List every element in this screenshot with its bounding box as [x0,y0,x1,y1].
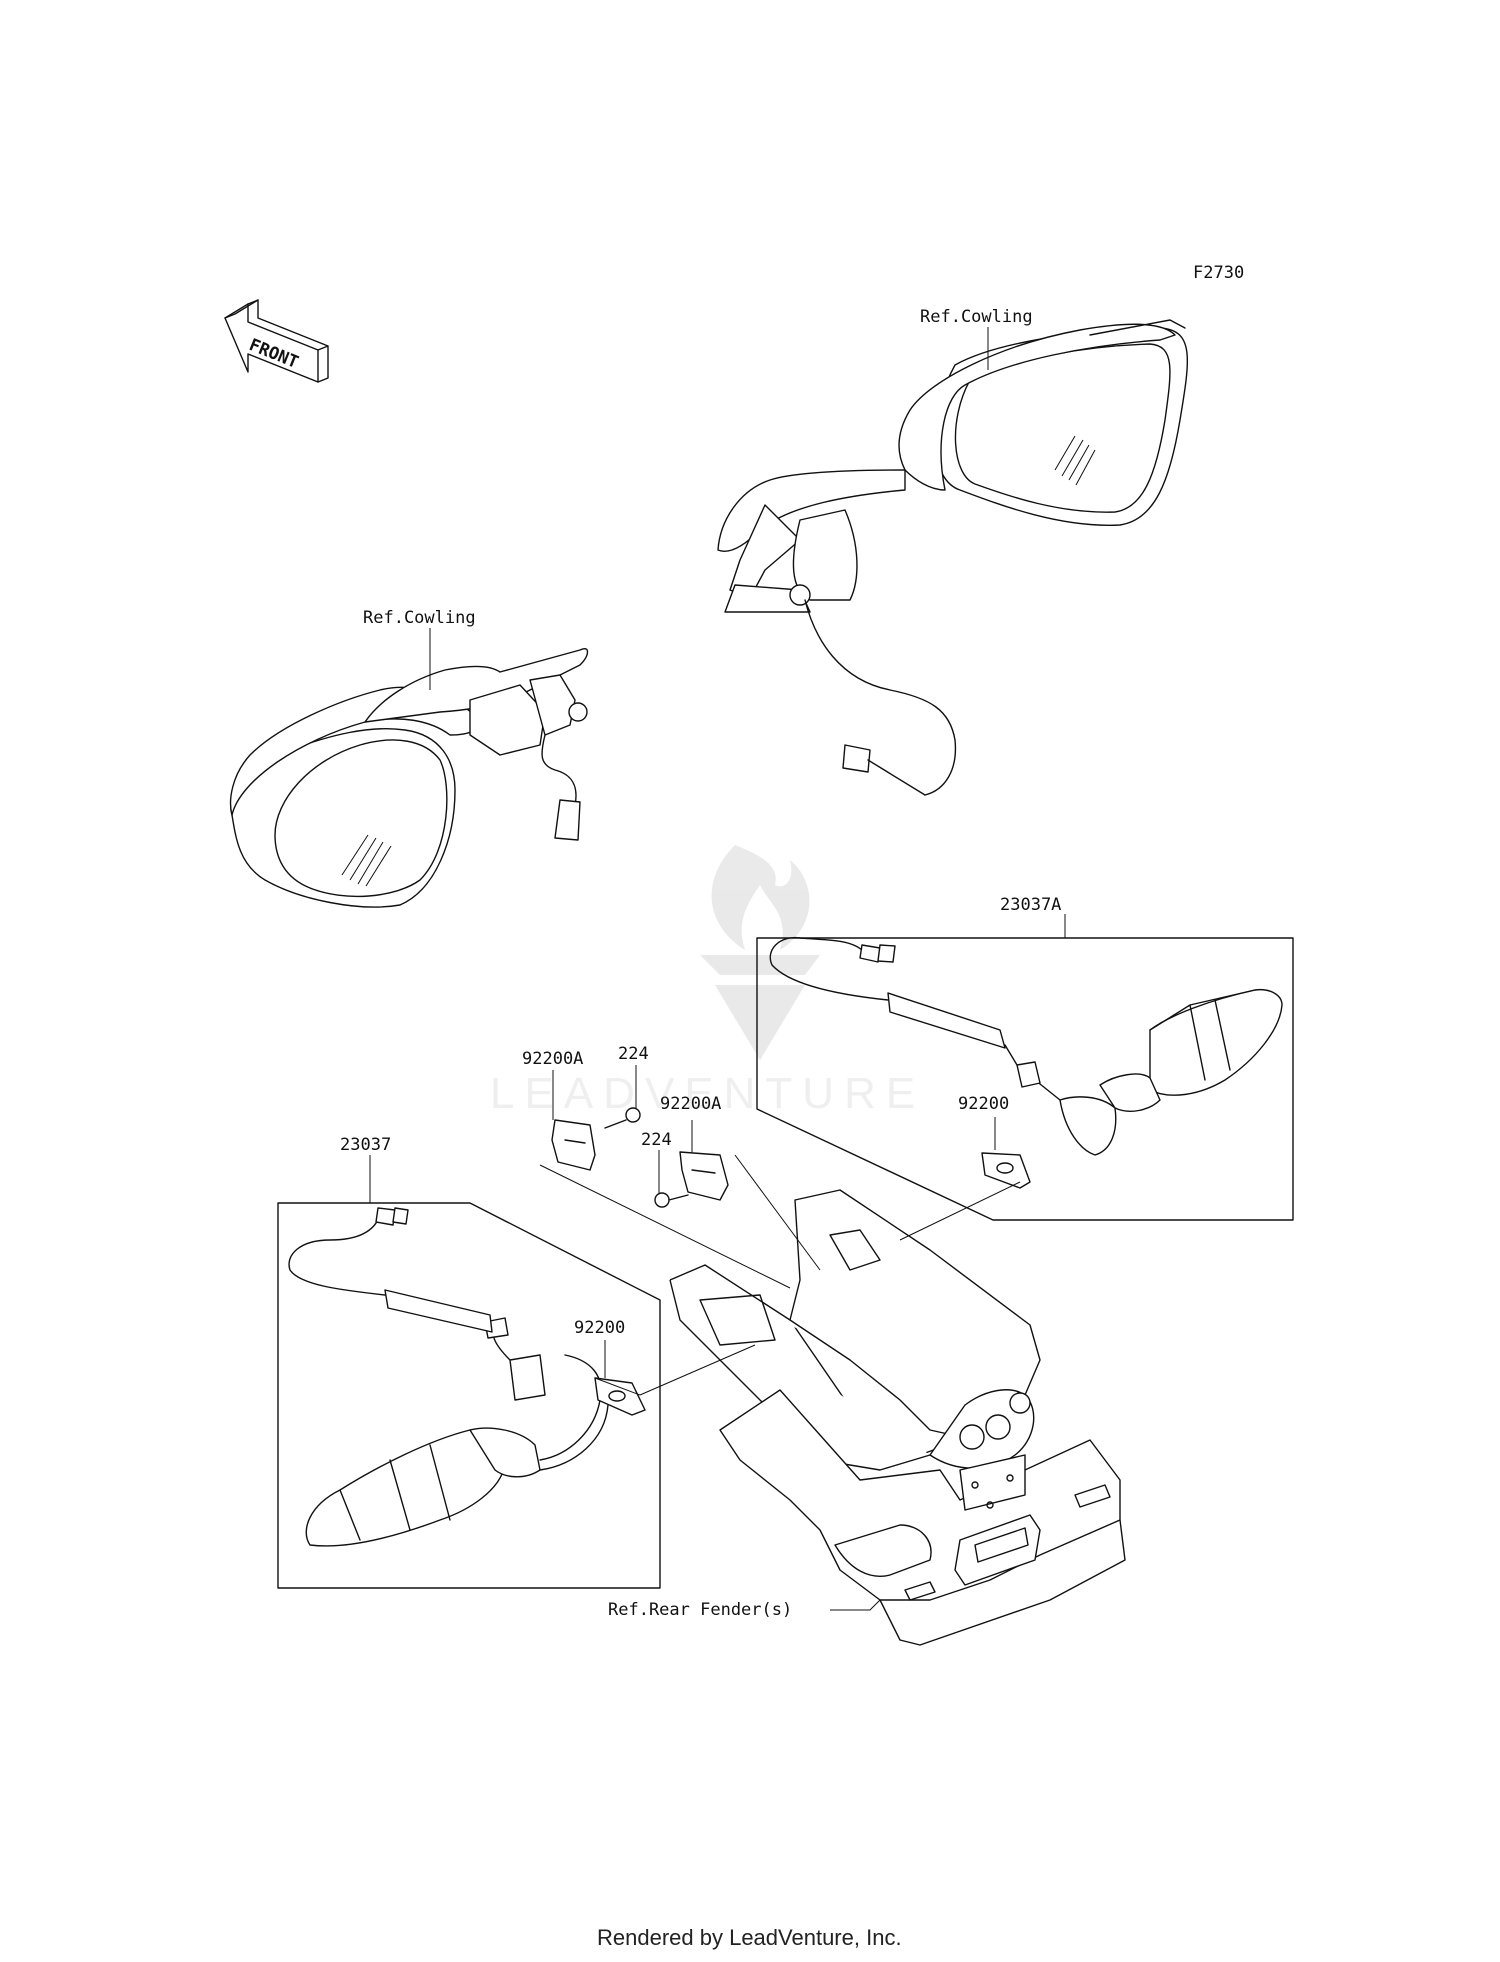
label-224-top: 224 [618,1044,649,1064]
turn-signal-right-group [756,914,1294,1221]
label-23037A: 23037A [1000,895,1061,915]
bolt-224-bottom [654,1150,689,1208]
label-92200A-left: 92200A [522,1049,583,1069]
label-92200-right: 92200 [958,1094,1009,1114]
label-ref-cowling-right: Ref.Cowling [920,307,1033,327]
front-arrow-icon: FRONT [224,299,329,383]
rear-fender-drawing [669,1189,1126,1646]
footer-credit: Rendered by LeadVenture, Inc. [597,1925,902,1950]
bolt-224-top [604,1065,641,1129]
gasket-92200-left [594,1340,646,1416]
watermark-text: LEADVENTURE [490,1069,925,1118]
left-mirror-drawing [229,648,589,908]
turn-signal-left-group [277,1155,661,1589]
assembly-lines [539,1154,1021,1396]
diagram-code: F2730 [1193,263,1244,283]
label-ref-rear-fender: Ref.Rear Fender(s) [608,1600,792,1620]
bracket-92200A-right [679,1120,729,1201]
label-224-bottom: 224 [641,1130,672,1150]
label-23037: 23037 [340,1135,391,1155]
label-92200-left: 92200 [574,1318,625,1338]
watermark-logo: LEADVENTURE [490,845,925,1118]
leader-line [830,1599,881,1611]
right-mirror-drawing [717,319,1189,796]
gasket-92200-right [981,1117,1031,1189]
bracket-92200A-left [551,1070,596,1171]
label-ref-cowling-left: Ref.Cowling [363,608,476,628]
label-92200A-right: 92200A [660,1094,721,1114]
